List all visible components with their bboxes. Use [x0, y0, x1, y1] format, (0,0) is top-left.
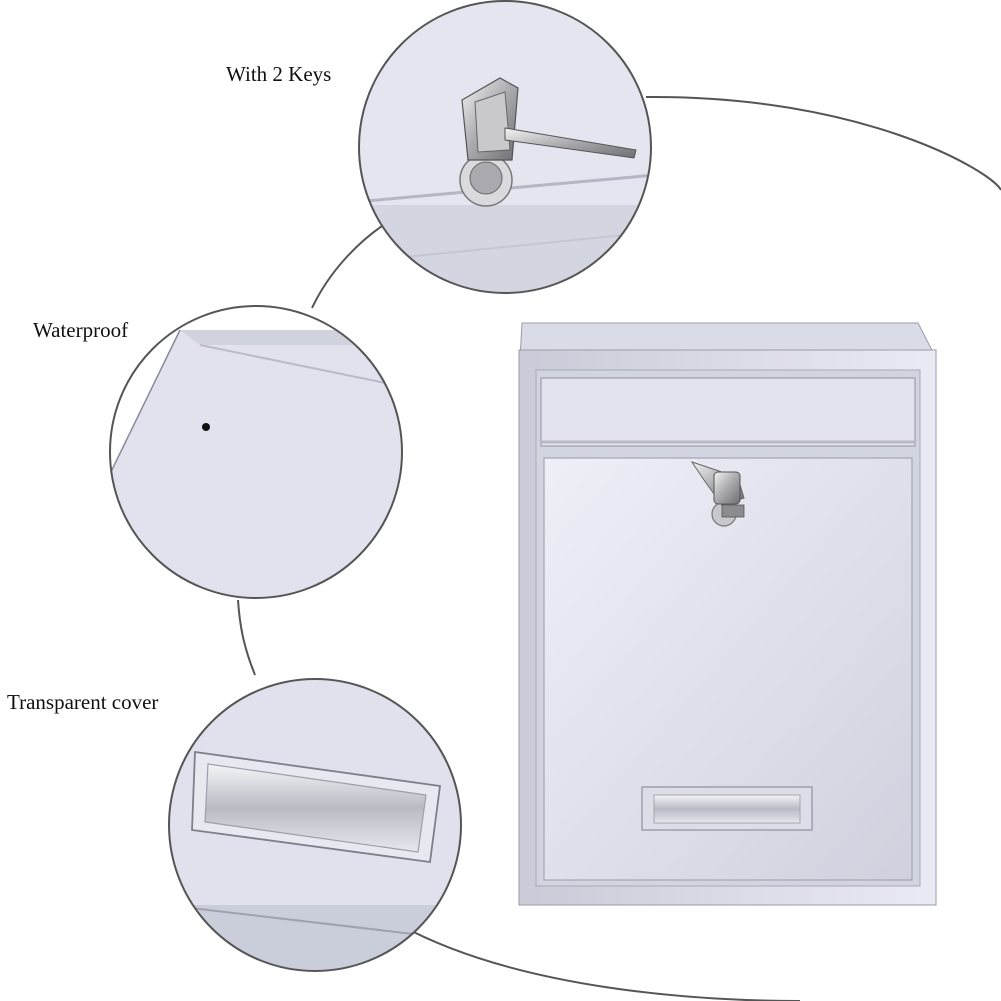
- mailbox: [518, 322, 937, 906]
- connector-arc: [237, 599, 256, 676]
- detail-circle-transparent-cover: [168, 678, 462, 972]
- connector-arc: [311, 221, 389, 309]
- detail-circle-keys: [358, 0, 652, 294]
- waterproof-label: Waterproof: [33, 318, 129, 342]
- background-arc: [645, 95, 1001, 191]
- detail-circle-waterproof: [109, 305, 403, 599]
- background-arc-bottom: [399, 924, 801, 1001]
- keys-label: With 2 Keys: [226, 62, 332, 86]
- transparent-cover-label: Transparent cover: [7, 690, 159, 714]
